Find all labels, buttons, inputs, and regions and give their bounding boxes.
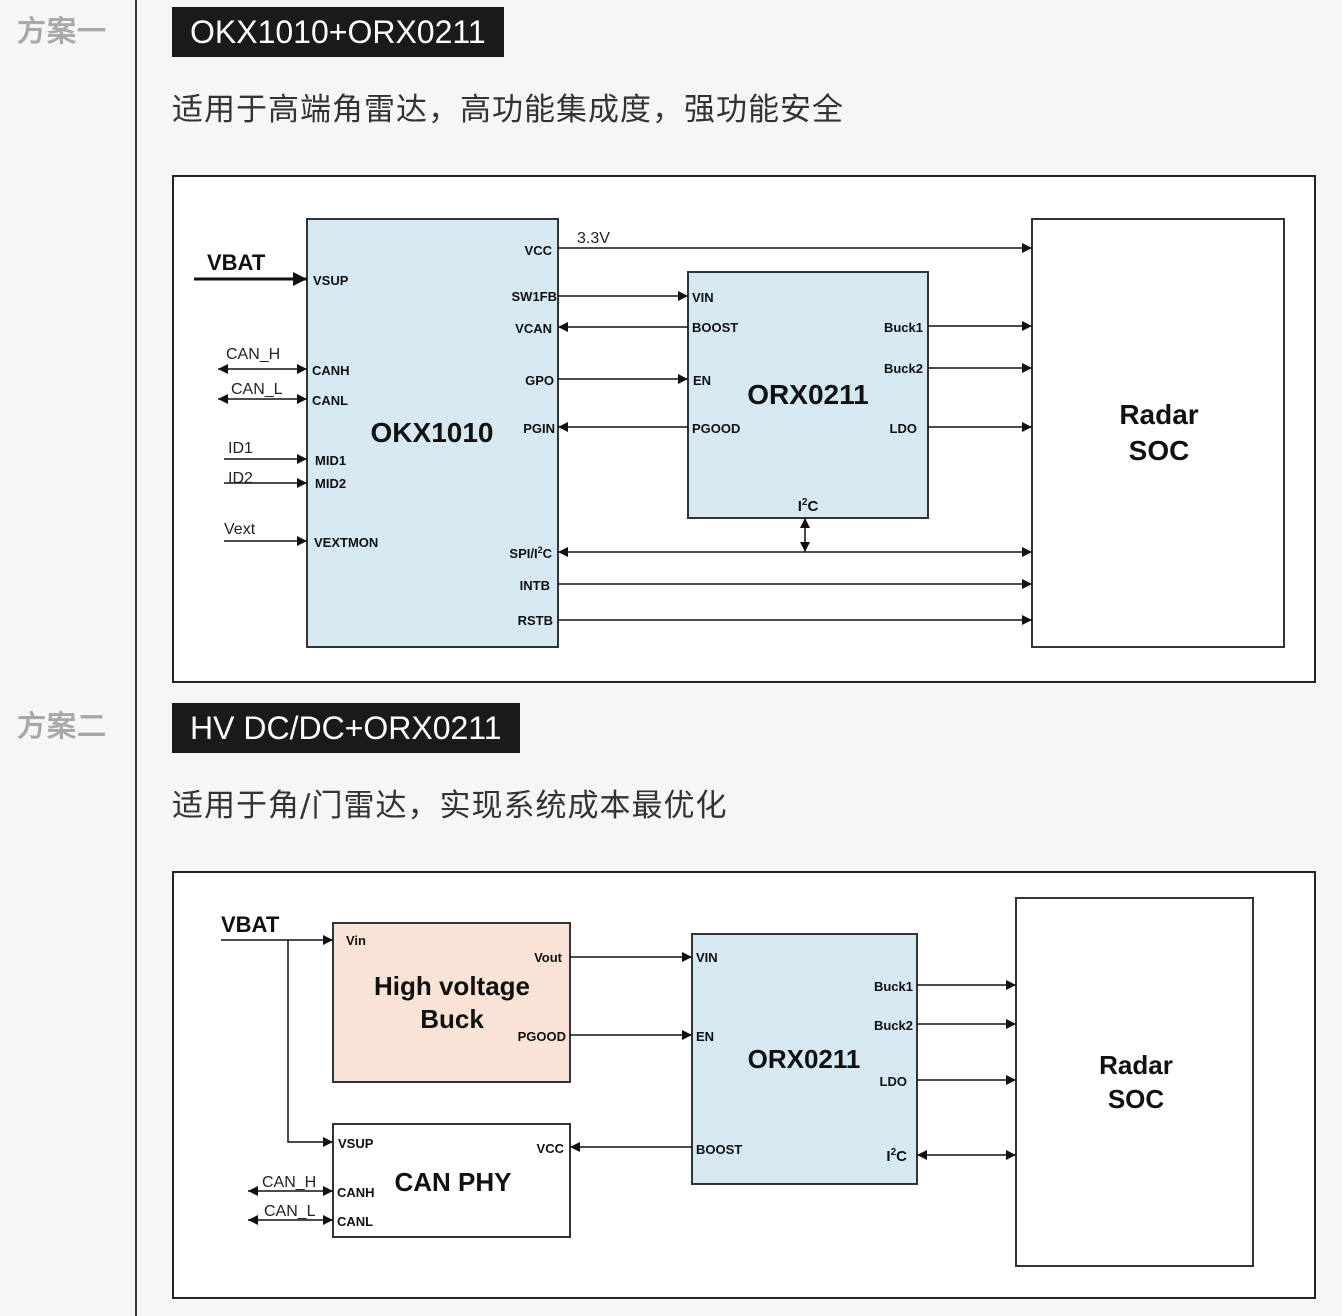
okx1010-name: OKX1010 <box>371 417 494 448</box>
scheme1-description: 适用于高端角雷达，高功能集成度，强功能安全 <box>172 92 844 128</box>
orx2-pin-ldo: LDO <box>880 1074 907 1089</box>
okx-pin-spi-prefix: SPI/I <box>509 546 537 561</box>
scheme2-side-label: 方案二 <box>17 709 108 743</box>
orx0211-name: ORX0211 <box>747 379 868 410</box>
scheme1-title: OKX1010+ORX0211 <box>172 7 504 57</box>
orx2-pin-boost: BOOST <box>696 1142 742 1157</box>
radar-soc-block <box>1031 218 1285 648</box>
orx2-pin-buck1: Buck1 <box>874 979 913 994</box>
orx0211-name-2: ORX0211 <box>748 1044 861 1074</box>
scheme1-diagram: OKX1010 ORX0211 Radar SOC VBAT CAN_H CAN… <box>172 175 1316 683</box>
orx2-i2c-suffix: C <box>896 1148 907 1165</box>
okx-pin-gpo: GPO <box>525 373 554 388</box>
canphy-pin-vsup: VSUP <box>338 1136 374 1151</box>
orx2-i2c-sup: 2 <box>891 1147 897 1158</box>
scheme2-title: HV DC/DC+ORX0211 <box>172 703 520 753</box>
radar-soc-name-2-line1: Radar <box>1099 1050 1173 1080</box>
canphy-pin-canl: CANL <box>337 1214 373 1229</box>
okx-pin-intb: INTB <box>520 578 550 593</box>
okx-pin-canh: CANH <box>312 363 350 378</box>
buck-pin-vin: Vin <box>346 933 366 948</box>
scheme2-diagram: High voltage Buck CAN PHY ORX0211 Radar … <box>172 871 1316 1299</box>
scheme2-description: 适用于角/门雷达，实现系统成本最优化 <box>172 788 728 824</box>
okx-pin-spi-sup: 2 <box>538 545 543 555</box>
okx-pin-vextmon: VEXTMON <box>314 535 378 550</box>
okx-pin-canl: CANL <box>312 393 348 408</box>
radar-soc-name-line1: Radar <box>1119 399 1198 430</box>
radar-soc-name-2-line2: SOC <box>1108 1084 1165 1114</box>
section-divider-line <box>135 0 137 1316</box>
okx-pin-rstb: RSTB <box>518 613 553 628</box>
orx1-pin-buck1: Buck1 <box>884 320 923 335</box>
orx1-pin-pgood: PGOOD <box>692 421 740 436</box>
scheme1-side-label: 方案一 <box>17 14 108 48</box>
okx-pin-spi-i2c: SPI/I2C <box>509 545 552 561</box>
orx2-pin-en: EN <box>696 1029 714 1044</box>
orx1-pin-boost: BOOST <box>692 320 738 335</box>
orx1-pin-buck2: Buck2 <box>884 361 923 376</box>
orx1-i2c-suffix: C <box>807 498 818 515</box>
radar-soc-block-2 <box>1015 897 1254 1267</box>
okx-pin-vcan: VCAN <box>515 321 552 336</box>
orx1-i2c-prefix: I <box>798 498 802 515</box>
orx1-i2c-sup: 2 <box>802 497 808 508</box>
v33-label: 3.3V <box>577 230 610 247</box>
can-phy-block <box>332 1123 571 1238</box>
okx-pin-vsup: VSUP <box>313 273 349 288</box>
orx1-pin-vin: VIN <box>692 290 714 305</box>
hv-buck-name-line2: Buck <box>420 1004 484 1034</box>
okx-pin-mid1: MID1 <box>315 453 346 468</box>
vbat-label-2: VBAT <box>221 912 280 937</box>
ext-id2-label: ID2 <box>228 470 253 487</box>
okx-pin-vcc: VCC <box>525 243 553 258</box>
radar-soc-name-line2: SOC <box>1129 435 1190 466</box>
okx-pin-spi-suffix: C <box>543 546 553 561</box>
vbat-label: VBAT <box>207 250 266 275</box>
ext-vext-label: Vext <box>224 521 256 538</box>
orx2-pin-buck2: Buck2 <box>874 1018 913 1033</box>
orx2-pin-vin: VIN <box>696 950 718 965</box>
okx1010-block <box>306 218 559 648</box>
orx0211-block <box>687 271 929 519</box>
orx1-pin-i2c: I2C <box>798 497 819 515</box>
ext-can-l-label: CAN_L <box>231 381 283 398</box>
orx1-pin-en: EN <box>693 373 711 388</box>
orx0211-block-2 <box>691 933 918 1185</box>
orx1-pin-ldo: LDO <box>890 421 917 436</box>
okx-pin-sw1fb: SW1FB <box>512 289 558 304</box>
ext-id1-label: ID1 <box>228 440 253 457</box>
canphy-pin-canh: CANH <box>337 1185 375 1200</box>
ext-can-h-label-2: CAN_H <box>262 1174 316 1191</box>
ext-can-h-label: CAN_H <box>226 346 280 363</box>
hv-buck-block <box>332 922 571 1083</box>
canphy-pin-vcc: VCC <box>537 1141 565 1156</box>
buck-pin-vout: Vout <box>534 950 563 965</box>
hv-buck-name-line1: High voltage <box>374 971 530 1001</box>
vbat-to-canphy-line <box>287 940 333 1147</box>
orx2-pin-i2c: I2C <box>886 1147 907 1165</box>
orx2-i2c-prefix: I <box>886 1148 890 1165</box>
okx-pin-mid2: MID2 <box>315 476 346 491</box>
okx-pin-pgin: PGIN <box>523 421 555 436</box>
ext-can-l-label-2: CAN_L <box>264 1203 316 1220</box>
can-phy-name: CAN PHY <box>394 1167 511 1197</box>
buck-pin-pgood: PGOOD <box>518 1029 566 1044</box>
